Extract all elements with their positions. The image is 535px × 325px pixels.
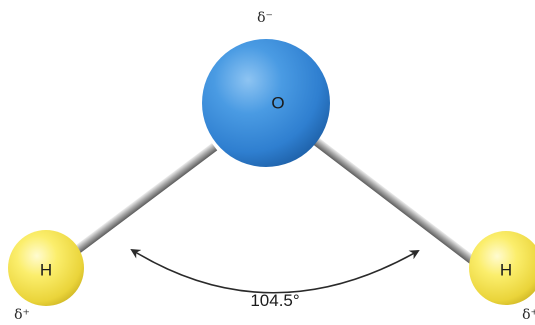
oxygen-atom: O — [202, 39, 330, 167]
hydrogen-symbol-right: H — [500, 260, 512, 279]
oxygen-symbol: O — [271, 93, 284, 112]
oxygen-sphere — [202, 39, 330, 167]
hydrogen-right-partial-charge: δ⁺ — [522, 307, 535, 323]
hydrogen-atom-left: H — [8, 230, 84, 306]
bond-angle-arc — [130, 248, 420, 294]
hydrogen-sphere-left — [8, 230, 84, 306]
bond-left — [50, 143, 218, 272]
hydrogen-left-partial-charge: δ⁺ — [14, 307, 30, 323]
bond-right — [263, 99, 481, 268]
oxygen-partial-charge: δ⁻ — [257, 10, 273, 26]
hydrogen-atom-right: H — [469, 231, 535, 305]
hydrogen-sphere-right — [469, 231, 535, 305]
hydrogen-symbol-left: H — [40, 260, 52, 279]
bond-angle-label: 104.5° — [250, 291, 299, 310]
